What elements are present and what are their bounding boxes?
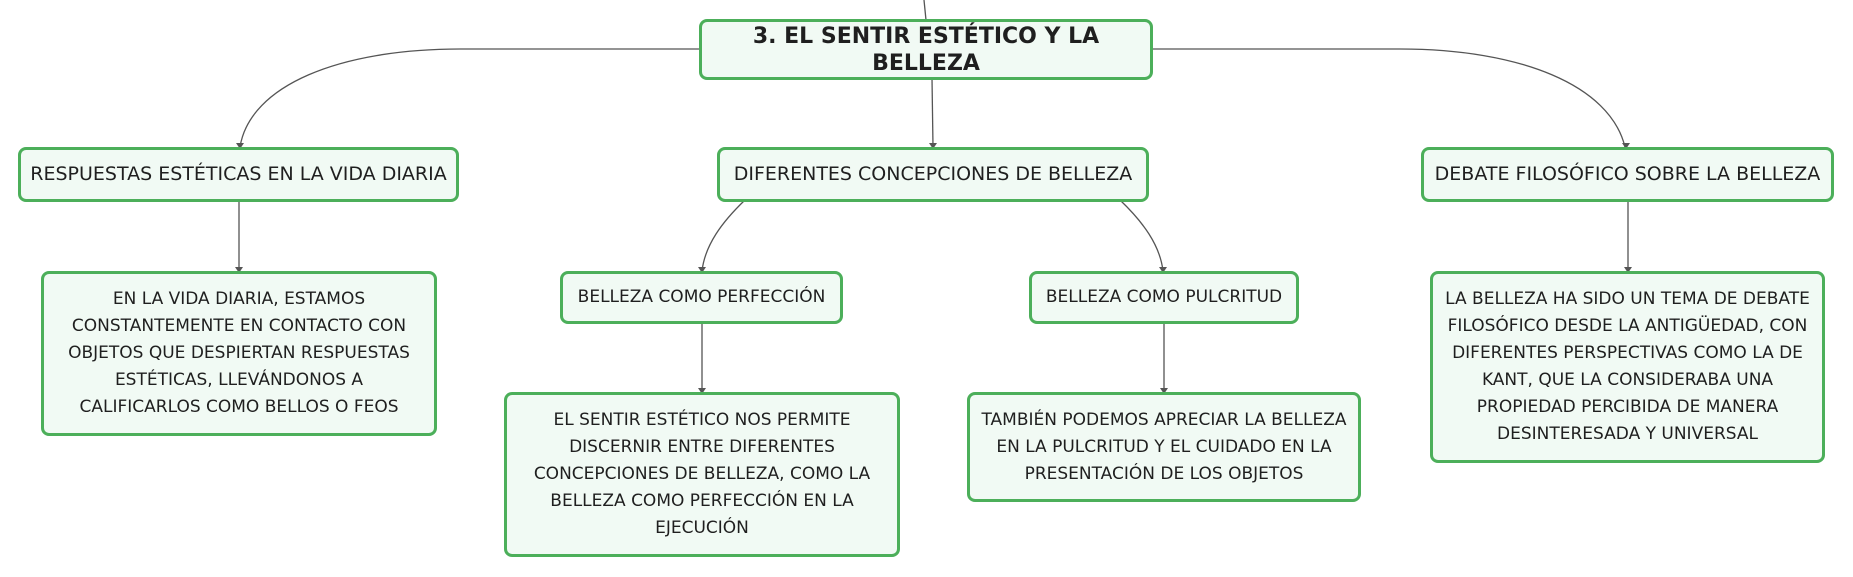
subtopic-perfeccion[interactable]: BELLEZA COMO PERFECCIÓN	[560, 271, 843, 324]
branch-topic-debate[interactable]: DEBATE FILOSÓFICO SOBRE LA BELLEZA	[1421, 147, 1834, 202]
arrowhead	[1624, 267, 1632, 273]
detail-topic-respuestas[interactable]: EN LA VIDA DIARIA, ESTAMOS CONSTANTEMENT…	[41, 271, 437, 436]
detail-topic-pulcritud[interactable]: TAMBIÉN PODEMOS APRECIAR LA BELLEZA EN L…	[967, 392, 1361, 502]
branch-topic-label: DEBATE FILOSÓFICO SOBRE LA BELLEZA	[1434, 163, 1821, 185]
connector-root-branch-1	[239, 48, 700, 148]
subtopic-label: BELLEZA COMO PERFECCIÓN	[577, 287, 826, 307]
branch-topic-label: DIFERENTES CONCEPCIONES DE BELLEZA	[733, 163, 1133, 185]
subtopic-pulcritud[interactable]: BELLEZA COMO PULCRITUD	[1029, 271, 1299, 324]
detail-topic-debate[interactable]: LA BELLEZA HA SIDO UN TEMA DE DEBATE FIL…	[1430, 271, 1825, 463]
arrowhead	[1159, 267, 1167, 273]
detail-topic-perfeccion[interactable]: EL SENTIR ESTÉTICO NOS PERMITE DISCERNIR…	[504, 392, 900, 557]
root-topic-label: 3. EL SENTIR ESTÉTICO Y LA BELLEZA	[752, 23, 1100, 76]
arrowhead	[236, 143, 244, 149]
arrowhead	[1160, 388, 1168, 394]
connector-branch-2-child-2	[1119, 199, 1164, 272]
subtopic-label: BELLEZA COMO PULCRITUD	[1045, 287, 1283, 307]
arrowhead	[1622, 143, 1630, 149]
connector-root-branch-2	[931, 77, 934, 148]
branch-topic-label: RESPUESTAS ESTÉTICAS EN LA VIDA DIARIA	[30, 163, 447, 185]
arrowhead	[235, 267, 243, 273]
detail-topic-text: EN LA VIDA DIARIA, ESTAMOS CONSTANTEMENT…	[68, 289, 410, 417]
root-topic[interactable]: 3. EL SENTIR ESTÉTICO Y LA BELLEZA	[699, 19, 1153, 80]
arrowhead	[929, 143, 937, 149]
detail-topic-text: LA BELLEZA HA SIDO UN TEMA DE DEBATE FIL…	[1445, 289, 1810, 444]
connector-branch-2-child-1	[701, 199, 746, 272]
arrowhead	[698, 267, 706, 273]
branch-topic-concepciones[interactable]: DIFERENTES CONCEPCIONES DE BELLEZA	[717, 147, 1149, 202]
connector-root-branch-3	[1152, 48, 1626, 148]
branch-topic-respuestas[interactable]: RESPUESTAS ESTÉTICAS EN LA VIDA DIARIA	[18, 147, 459, 202]
detail-topic-text: EL SENTIR ESTÉTICO NOS PERMITE DISCERNIR…	[533, 410, 871, 538]
connector-root-incoming	[923, 0, 927, 21]
arrowhead	[698, 388, 706, 394]
detail-topic-text: TAMBIÉN PODEMOS APRECIAR LA BELLEZA EN L…	[981, 409, 1347, 484]
